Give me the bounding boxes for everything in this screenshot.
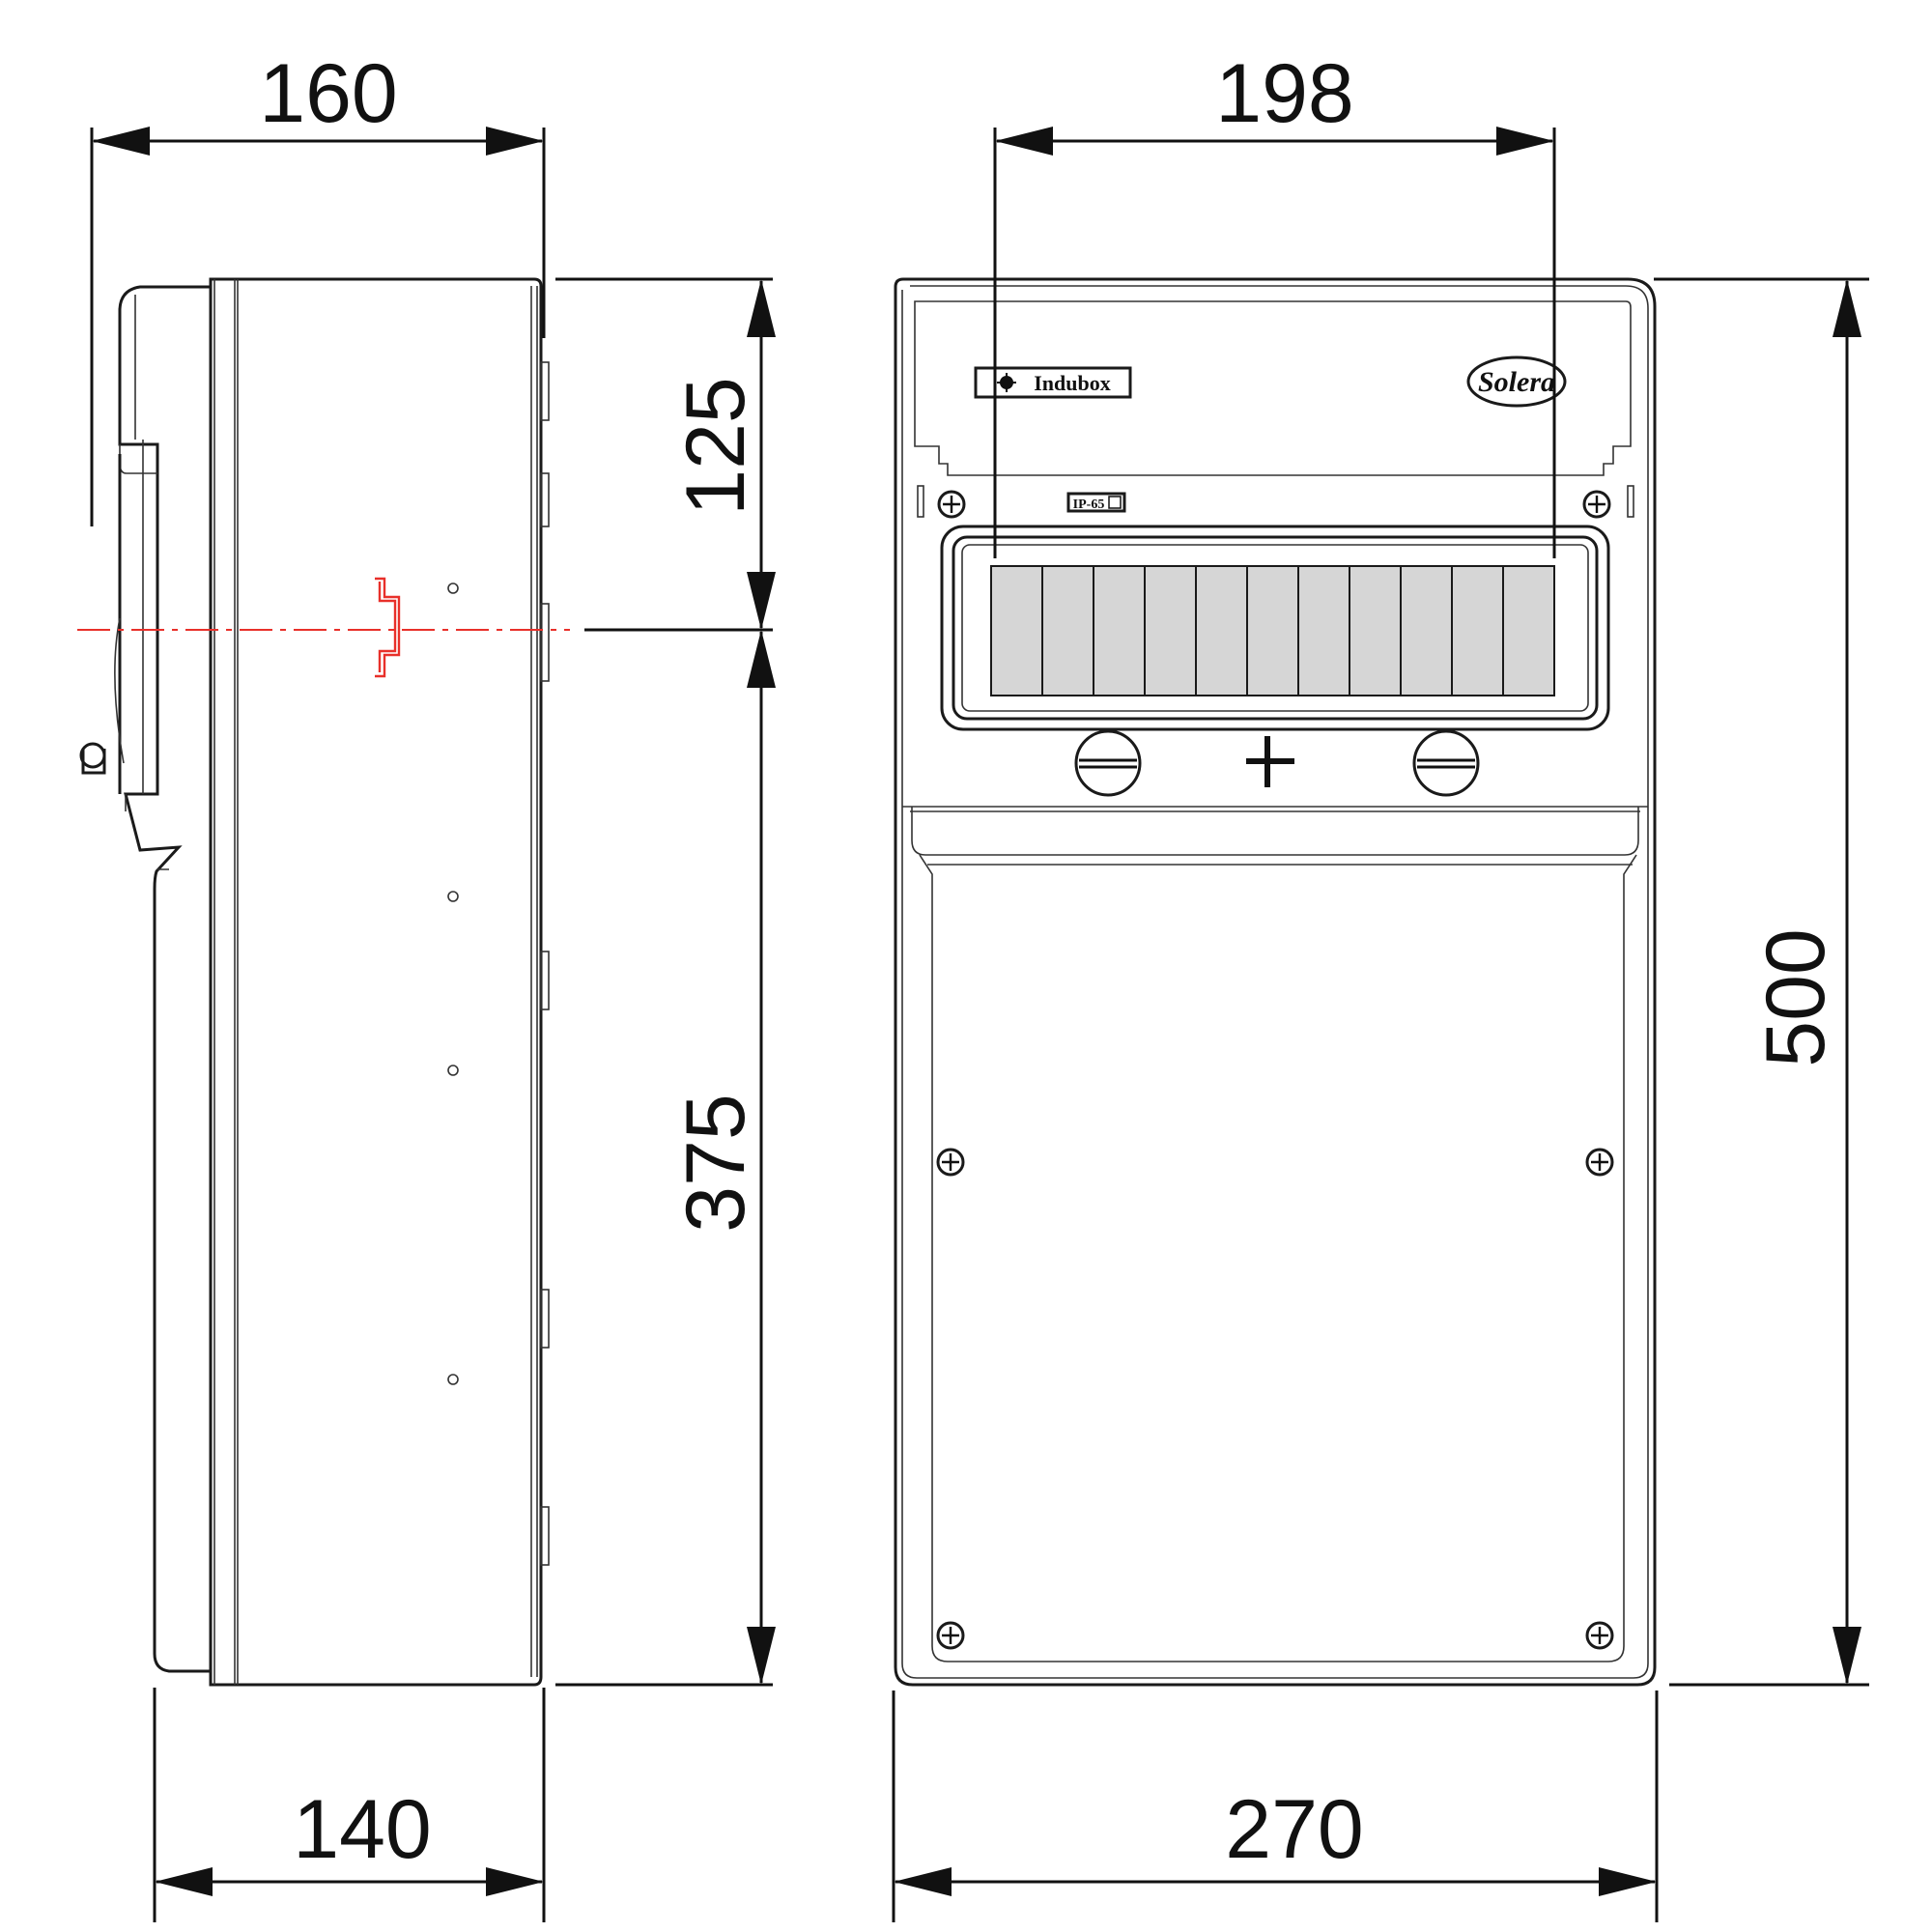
screw-icon <box>937 490 966 519</box>
front-dimensions: 198 270 500 <box>892 47 1869 1922</box>
module-slot <box>1502 565 1555 696</box>
screw-icon <box>1582 490 1611 519</box>
screw-icon <box>1585 1148 1614 1177</box>
module-slot <box>1041 565 1094 696</box>
module-slot <box>1246 565 1299 696</box>
dim-label-375: 375 <box>669 1094 762 1233</box>
module-window-outer <box>940 525 1610 731</box>
front-view: Indubox Solera IP-65 <box>894 277 1657 1687</box>
dim-label-125: 125 <box>669 377 762 516</box>
ip-label: IP-65 <box>1073 497 1105 512</box>
module-slot <box>1195 565 1248 696</box>
brand-label-box <box>974 366 1132 399</box>
side-view <box>77 277 570 1687</box>
module-slot <box>990 565 1043 696</box>
module-slot <box>1400 565 1453 696</box>
solera-logo-text: Solera <box>1478 366 1555 398</box>
dim-label-270: 270 <box>1225 1783 1364 1876</box>
brand-star-icon <box>997 373 1016 392</box>
din-rail-section <box>375 577 401 678</box>
dim-label-140: 140 <box>293 1783 432 1876</box>
module-row <box>990 565 1555 696</box>
slotted-screw-icon <box>1074 729 1142 797</box>
module-slot <box>1451 565 1504 696</box>
latch-icon <box>79 742 106 769</box>
module-slot <box>1349 565 1402 696</box>
side-dimensions: 160 140 125 375 <box>90 47 776 1922</box>
dim-label-160: 160 <box>259 47 398 140</box>
module-slot <box>1297 565 1350 696</box>
dim-label-198: 198 <box>1215 47 1354 140</box>
screw-icon <box>936 1621 965 1650</box>
brand-label: Indubox <box>1034 371 1111 395</box>
screw-icon <box>936 1148 965 1177</box>
side-body-outline <box>209 277 543 1687</box>
lower-cover-outline <box>919 854 1637 1662</box>
ip-label-box <box>1066 492 1126 513</box>
solera-logo <box>1466 355 1567 408</box>
module-slot <box>1144 565 1197 696</box>
module-slot <box>1093 565 1146 696</box>
screw-icon <box>1585 1621 1614 1650</box>
dim-label-500: 500 <box>1749 928 1842 1067</box>
front-body-outline <box>894 277 1657 1687</box>
plus-icon <box>1246 736 1294 787</box>
side-cover-outline <box>118 285 211 1673</box>
slotted-screw-icon <box>1412 729 1480 797</box>
